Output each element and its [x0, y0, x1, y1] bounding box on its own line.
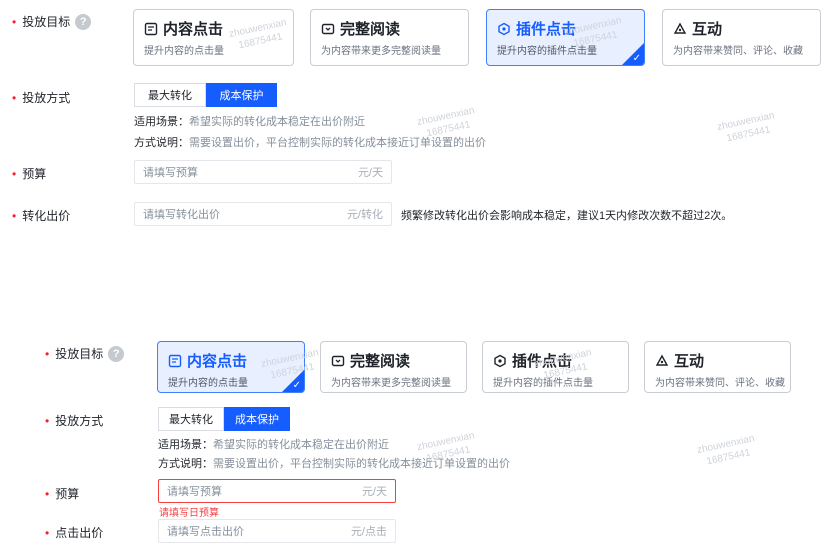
card-content-click[interactable]: 内容点击 提升内容的点击量: [133, 9, 294, 66]
bid-row: • 转化出价: [12, 207, 70, 224]
seg-cost-protect[interactable]: 成本保护: [206, 83, 277, 107]
plugin-icon: [493, 354, 507, 368]
card-interact[interactable]: 互动 为内容带来赞同、评论、收藏: [662, 9, 821, 66]
card-plugin-click[interactable]: 插件点击 提升内容的插件点击量 ✓: [486, 9, 645, 66]
card-desc: 提升内容的点击量: [168, 378, 248, 389]
method-note: 方式说明：需要设置出价，平台控制实际的转化成本接近订单设置的出价: [134, 134, 486, 150]
scene-note: 适用场景：希望实际的转化成本稳定在出价附近: [158, 436, 389, 452]
budget-placeholder: 请填写预算: [143, 167, 198, 179]
required-mark: •: [45, 413, 50, 428]
method-note: 方式说明：需要设置出价，平台控制实际的转化成本接近订单设置的出价: [158, 455, 510, 471]
bid-input[interactable]: 请填写转化出价 元/转化: [134, 202, 392, 226]
target-row: • 投放目标 ?: [45, 345, 125, 362]
method-row: • 投放方式: [12, 89, 70, 106]
bid-placeholder: 请填写转化出价: [143, 209, 220, 221]
desc-key: 方式说明：: [134, 137, 189, 149]
top-panel: • 投放目标 ? 内容点击 提升内容的点击量 完整阅读 为内容带来更多完整阅读量…: [0, 0, 826, 270]
card-plugin-click[interactable]: 插件点击 提升内容的插件点击量: [482, 341, 629, 393]
read-icon: [331, 354, 345, 368]
bid-input[interactable]: 请填写点击出价 元/点击: [158, 519, 396, 543]
method-segment: 最大转化 成本保护: [158, 407, 290, 431]
check-icon: ✓: [632, 53, 641, 64]
method-row: • 投放方式: [45, 412, 103, 429]
required-mark: •: [12, 14, 17, 29]
budget-row: • 预算: [12, 165, 46, 182]
bid-placeholder: 请填写点击出价: [167, 526, 244, 538]
bid-label: 转化出价: [22, 209, 71, 223]
scene-value: 希望实际的转化成本稳定在出价附近: [213, 439, 389, 451]
method-segment: 最大转化 成本保护: [134, 83, 277, 107]
required-mark: •: [45, 525, 50, 540]
required-mark: •: [12, 166, 17, 181]
method-label: 投放方式: [22, 91, 71, 105]
budget-row: • 预算: [45, 485, 79, 502]
help-icon[interactable]: ?: [75, 13, 92, 30]
bid-hint: 频繁修改转化出价会影响成本稳定，建议1天内修改次数不超过2次。: [401, 210, 733, 222]
card-title: 完整阅读: [340, 21, 401, 38]
interact-icon: [655, 354, 669, 368]
selected-corner: [282, 370, 304, 392]
card-desc: 为内容带来更多完整阅读量: [331, 378, 451, 389]
card-full-read[interactable]: 完整阅读 为内容带来更多完整阅读量: [320, 341, 467, 393]
scene-key: 适用场景：: [158, 439, 213, 451]
card-title: 内容点击: [163, 21, 224, 38]
budget-error: 请填写日预算: [159, 508, 219, 519]
bid-label: 点击出价: [55, 526, 104, 540]
budget-label: 预算: [55, 487, 80, 501]
budget-label: 预算: [22, 167, 47, 181]
card-title: 完整阅读: [350, 353, 411, 370]
card-title: 插件点击: [512, 353, 573, 370]
method-label: 投放方式: [55, 414, 104, 428]
seg-max-conversion[interactable]: 最大转化: [158, 407, 224, 431]
card-desc: 为内容带来赞同、评论、收藏: [655, 378, 785, 389]
card-desc: 提升内容的点击量: [144, 46, 224, 57]
seg-max-conversion[interactable]: 最大转化: [134, 83, 206, 107]
bid-row: • 点击出价: [45, 524, 103, 541]
bid-suffix: 元/转化: [346, 209, 383, 221]
card-desc: 提升内容的插件点击量: [497, 46, 597, 57]
card-title: 插件点击: [516, 21, 577, 38]
bid-suffix: 元/点击: [350, 526, 387, 538]
doc-icon: [144, 22, 158, 36]
required-mark: •: [12, 90, 17, 105]
card-content-click[interactable]: 内容点击 提升内容的点击量 ✓: [157, 341, 305, 393]
required-mark: •: [45, 346, 50, 361]
budget-input[interactable]: 请填写预算 元/天: [134, 160, 392, 184]
desc-value: 需要设置出价，平台控制实际的转化成本接近订单设置的出价: [213, 458, 510, 470]
budget-suffix: 元/天: [357, 167, 383, 179]
desc-value: 需要设置出价，平台控制实际的转化成本接近订单设置的出价: [189, 137, 486, 149]
card-title: 互动: [692, 21, 723, 38]
card-desc: 提升内容的插件点击量: [493, 378, 593, 389]
bottom-panel: • 投放目标 ? 内容点击 提升内容的点击量 ✓ 完整阅读 为内容带来更多完整阅…: [0, 330, 826, 549]
budget-placeholder: 请填写预算: [167, 486, 222, 498]
interact-icon: [673, 22, 687, 36]
required-mark: •: [45, 486, 50, 501]
scene-note: 适用场景：希望实际的转化成本稳定在出价附近: [134, 113, 365, 129]
target-label: 投放目标: [55, 347, 104, 361]
check-icon: ✓: [292, 380, 301, 391]
desc-key: 方式说明：: [158, 458, 213, 470]
budget-input[interactable]: 请填写预算 元/天: [158, 479, 396, 503]
card-interact[interactable]: 互动 为内容带来赞同、评论、收藏: [644, 341, 791, 393]
budget-suffix: 元/天: [361, 486, 387, 498]
scene-value: 希望实际的转化成本稳定在出价附近: [189, 116, 365, 128]
target-label: 投放目标: [22, 15, 71, 29]
selected-corner: [622, 43, 644, 65]
card-desc: 为内容带来赞同、评论、收藏: [673, 46, 803, 57]
required-mark: •: [12, 208, 17, 223]
card-title: 互动: [674, 353, 705, 370]
plugin-icon: [497, 22, 511, 36]
doc-icon: [168, 354, 182, 368]
read-icon: [321, 22, 335, 36]
help-icon[interactable]: ?: [108, 345, 125, 362]
target-row: • 投放目标 ?: [12, 13, 92, 30]
seg-cost-protect[interactable]: 成本保护: [224, 407, 290, 431]
card-title: 内容点击: [187, 353, 248, 370]
card-full-read[interactable]: 完整阅读 为内容带来更多完整阅读量: [310, 9, 469, 66]
scene-key: 适用场景：: [134, 116, 189, 128]
card-desc: 为内容带来更多完整阅读量: [321, 46, 441, 57]
